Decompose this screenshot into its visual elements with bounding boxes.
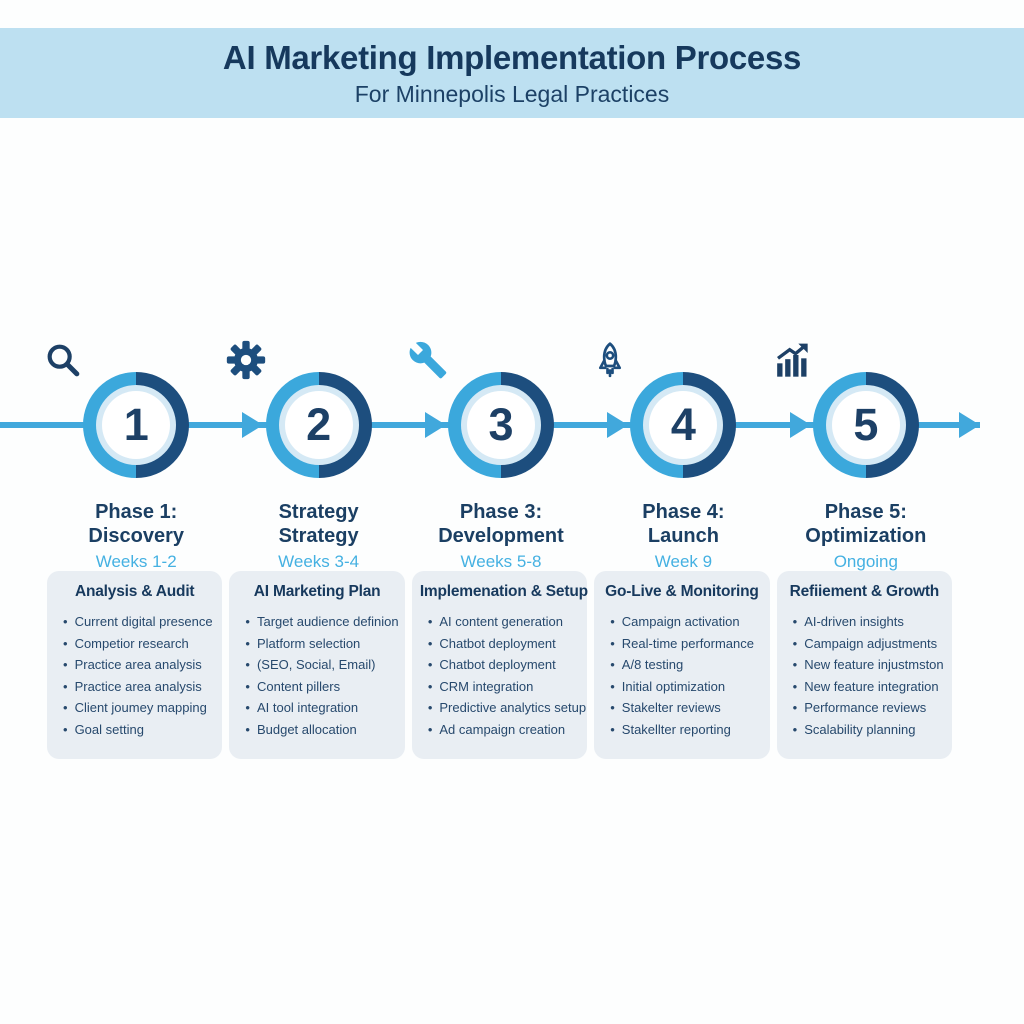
timeline-arrow-icon xyxy=(790,412,811,438)
phase-columns: 1 Phase 1: Discovery Weeks 1-2 Analysis … xyxy=(45,118,957,1024)
list-item: CRM integration xyxy=(428,676,579,698)
list-item: AI-driven insights xyxy=(793,611,944,633)
phase-title-line1: Phase 3: xyxy=(459,501,543,523)
list-item: Stakelter reviews xyxy=(610,697,761,719)
phase-column-5: 5 Phase 5: Optimization Ongoing Refiieme… xyxy=(775,118,957,1024)
gear-icon xyxy=(226,340,266,380)
card-title: Analysis & Audit xyxy=(75,583,195,600)
list-item: Content pillers xyxy=(245,676,396,698)
phase-title: Phase 5: Optimization Ongoing xyxy=(769,500,963,572)
page-subtitle: For Minnepolis Legal Practices xyxy=(354,80,670,107)
timeline-arrow-icon xyxy=(607,412,628,438)
phase-column-3: 3 Phase 3: Development Weeks 5-8 Impleme… xyxy=(408,118,592,1024)
card-title: Implemenation & Setup xyxy=(419,583,588,600)
list-item: Performance reviews xyxy=(793,697,944,719)
phase-card: AI Marketing Plan Target audience defini… xyxy=(229,571,405,759)
list-item: Campaign adjustments xyxy=(793,633,944,655)
phase-title-line1: Strategy xyxy=(278,501,359,523)
list-item: AI tool integration xyxy=(245,697,396,719)
phase-timeframe: Week 9 xyxy=(654,551,713,571)
phase-number: 3 xyxy=(467,391,536,459)
card-item-list: Target audience definion Platform select… xyxy=(237,611,399,741)
phase-circle-ring: 3 xyxy=(461,385,542,465)
phase-title: Phase 3: Development Weeks 5-8 xyxy=(404,500,598,572)
card-item-list: AI content generation Chatbot deployment… xyxy=(420,611,586,741)
phase-title-line1: Phase 5: xyxy=(824,501,907,523)
phase-circle: 3 xyxy=(448,372,555,478)
timeline-arrow-icon xyxy=(242,412,263,438)
phase-card: Analysis & Audit Current digital presenc… xyxy=(47,571,223,759)
header-band: AI Marketing Implementation Process For … xyxy=(0,28,1024,118)
timeline-arrow-icon xyxy=(959,412,980,438)
list-item: Initial optimization xyxy=(610,676,761,698)
list-item: Practice area analysis xyxy=(63,654,214,676)
phase-number: 4 xyxy=(649,391,718,459)
list-item: (SEO, Social, Email) xyxy=(245,654,396,676)
phase-title-line2: Discovery xyxy=(88,525,185,548)
phase-circle-ring: 2 xyxy=(278,385,359,465)
phase-column-2: 2 Strategy Strategy Weeks 3-4 AI Marketi… xyxy=(226,118,409,1024)
list-item: Ad campaign creation xyxy=(428,719,579,741)
page-title: AI Marketing Implementation Process xyxy=(222,38,802,76)
list-item: Scalability planning xyxy=(793,719,944,741)
card-title: Go-Live & Monitoring xyxy=(605,583,759,600)
rocket-icon xyxy=(590,340,630,380)
phase-number: 5 xyxy=(831,391,900,459)
card-item-list: Current digital presence Competior resea… xyxy=(55,611,214,740)
phase-title-line2: Launch xyxy=(647,525,719,548)
card-title: AI Marketing Plan xyxy=(253,583,381,600)
list-item: New feature integration xyxy=(793,676,944,698)
list-item: Competior research xyxy=(63,633,214,655)
phase-number: 2 xyxy=(284,391,353,459)
phase-card: Implemenation & Setup AI content generat… xyxy=(411,571,588,759)
list-item: Practice area analysis xyxy=(63,676,214,698)
phase-title: Phase 1: Discovery Weeks 1-2 xyxy=(39,500,233,572)
phase-circle-ring: 1 xyxy=(96,385,177,465)
phase-timeframe: Ongoing xyxy=(833,551,898,571)
phase-circle: 5 xyxy=(812,372,919,478)
phase-column-4: 4 Phase 4: Launch Week 9 Go-Live & Monit… xyxy=(592,118,774,1024)
magnifier-icon xyxy=(43,340,83,380)
list-item: Current digital presence xyxy=(63,611,214,633)
phase-title-line2: Development xyxy=(438,525,564,548)
phase-circle: 2 xyxy=(265,372,372,478)
list-item: A/8 testing xyxy=(610,654,761,676)
card-item-list: AI-driven insights Campaign adjustments … xyxy=(785,611,944,740)
phase-title-line1: Phase 1: xyxy=(95,501,178,523)
list-item: Chatbot deployment xyxy=(428,633,579,655)
phase-circle-ring: 4 xyxy=(643,385,724,465)
phase-circle-ring: 5 xyxy=(825,385,906,465)
phase-timeframe: Weeks 1-2 xyxy=(95,551,177,571)
phase-timeframe: Weeks 3-4 xyxy=(278,551,360,571)
list-item: Client joumey mapping xyxy=(63,697,214,719)
card-item-list: Campaign activation Real-time performanc… xyxy=(602,611,761,740)
card-title: Refiiement & Growth xyxy=(789,583,940,600)
list-item: Chatbot deployment xyxy=(428,654,579,676)
phase-title-line1: Phase 4: xyxy=(642,501,725,523)
list-item: Stakellter reporting xyxy=(610,719,761,741)
list-item: Budget allocation xyxy=(245,719,396,741)
phase-number: 1 xyxy=(102,391,171,459)
list-item: New feature injustmston xyxy=(793,654,944,676)
phase-title: Strategy Strategy Weeks 3-4 xyxy=(221,500,415,572)
phase-card: Refiiement & Growth AI-driven insights C… xyxy=(776,571,953,759)
wrench-icon xyxy=(408,340,448,380)
phase-circle: 1 xyxy=(83,372,190,478)
phase-title-line2: Strategy xyxy=(278,525,359,548)
phase-title: Phase 4: Launch Week 9 xyxy=(586,500,780,572)
list-item: AI content generation xyxy=(428,611,579,633)
list-item: Predictive analytics setup xyxy=(428,697,586,719)
list-item: Goal setting xyxy=(63,719,214,741)
list-item: Platform selection xyxy=(245,633,396,655)
phase-card: Go-Live & Monitoring Campaign activation… xyxy=(594,571,770,759)
list-item: Target audience definion xyxy=(245,611,399,633)
list-item: Real-time performance xyxy=(610,633,761,655)
timeline-arrow-icon xyxy=(425,412,446,438)
list-item: Campaign activation xyxy=(610,611,761,633)
phase-timeframe: Weeks 5-8 xyxy=(460,551,542,571)
phase-column-1: 1 Phase 1: Discovery Weeks 1-2 Analysis … xyxy=(45,118,227,1024)
phase-circle: 4 xyxy=(630,372,737,478)
phase-title-line2: Optimization xyxy=(805,525,927,548)
growth-chart-icon xyxy=(773,340,813,380)
